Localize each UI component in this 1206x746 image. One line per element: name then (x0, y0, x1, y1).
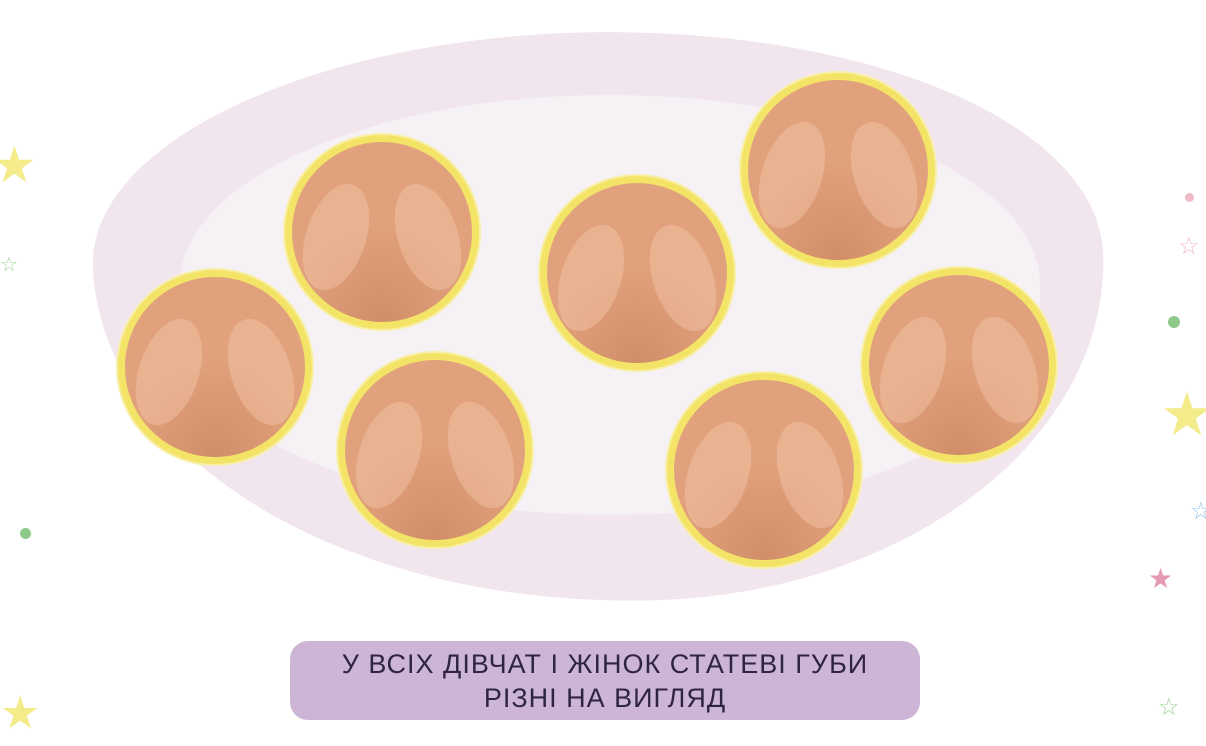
dot-icon (20, 528, 31, 539)
illustration-circle-2 (285, 135, 479, 329)
caption-line-1: У ВСІХ ДІВЧАТ І ЖІНОК СТАТЕВІ ГУБИ (341, 648, 869, 679)
illustration-circle-4 (540, 176, 734, 370)
star-icon: ★ (0, 687, 41, 738)
illustration-circle-6 (667, 373, 861, 567)
illustration-circle-7 (862, 268, 1056, 462)
star-icon: ★ (1148, 563, 1174, 594)
caption-line-2: РІЗНІ НА ВИГЛЯД (483, 682, 727, 713)
star-icon: ☆ (0, 254, 18, 276)
dot-icon (1168, 316, 1180, 328)
star-icon: ★ (1160, 381, 1206, 448)
illustration-circle-1 (118, 270, 312, 464)
illustration-circle-3 (338, 353, 532, 547)
star-icon: ☆ (1190, 498, 1206, 525)
star-icon: ☆ (1178, 233, 1200, 260)
dot-icon (1185, 193, 1194, 202)
star-icon: ★ (0, 137, 37, 193)
illustration-circle-5 (741, 73, 935, 267)
star-icon: ☆ (1158, 694, 1180, 721)
caption-box: У ВСІХ ДІВЧАТ І ЖІНОК СТАТЕВІ ГУБИ РІЗНІ… (290, 641, 920, 720)
